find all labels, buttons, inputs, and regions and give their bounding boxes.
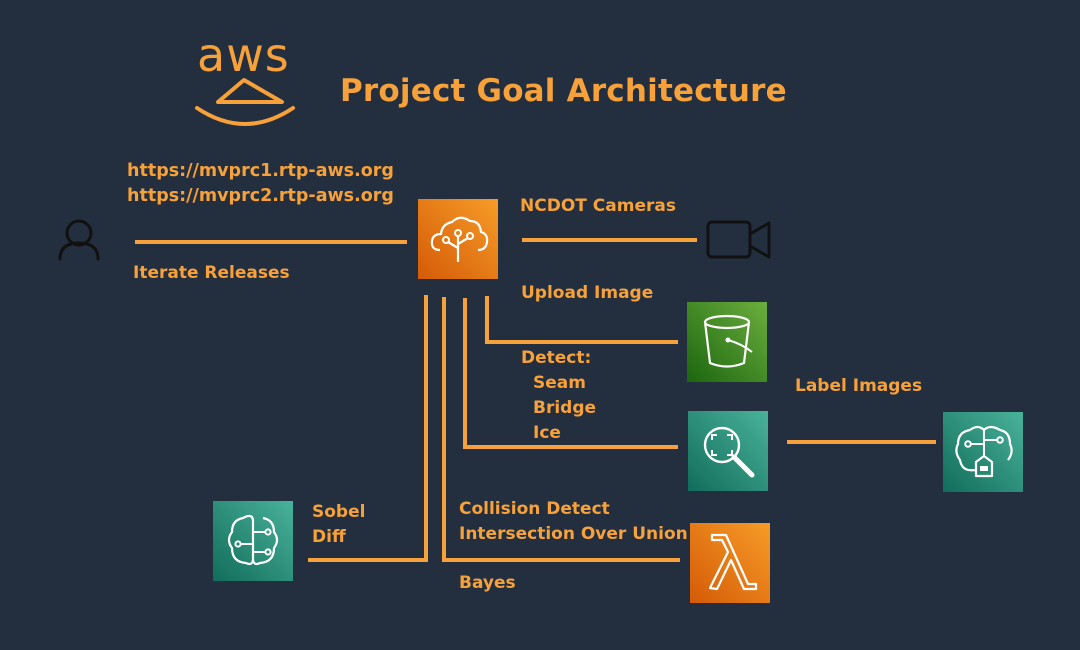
connector-hub-bucket: [485, 296, 678, 344]
amplify-hub-icon: [418, 199, 498, 279]
label-iterate-releases: Iterate Releases: [133, 263, 290, 283]
label-diff: Diff: [312, 527, 346, 547]
s3-bucket-icon: [687, 302, 767, 382]
connector-hub-lambda: [442, 297, 680, 562]
aws-logo: aws: [195, 28, 295, 126]
label-ncdot-cameras: NCDOT Cameras: [520, 196, 676, 216]
video-camera-icon: [706, 220, 771, 259]
connector-hub-rekognition: [463, 298, 678, 449]
connectors: [135, 238, 936, 562]
label-label-images: Label Images: [795, 376, 923, 396]
label-sobel: Sobel: [312, 502, 366, 522]
aws-smile-arrowhead: [216, 78, 284, 104]
label-collision-detect: Collision Detect: [459, 499, 610, 519]
connector-hub-sagemaker: [308, 295, 428, 562]
label-bayes: Bayes: [459, 573, 516, 593]
sagemaker-icon: [213, 501, 293, 581]
lambda-icon: [690, 523, 770, 603]
ground-truth-icon: [943, 412, 1023, 492]
label-upload-image: Upload Image: [521, 283, 654, 303]
rekognition-icon: [688, 411, 768, 491]
user-icon: [58, 219, 100, 261]
page-title: Project Goal Architecture: [340, 73, 787, 109]
url-link-1[interactable]: https://mvprc1.rtp-aws.org: [127, 161, 394, 181]
label-detect-heading: Detect:: [521, 348, 592, 368]
label-detect-ice: Ice: [533, 423, 561, 443]
label-detect-seam: Seam: [533, 373, 586, 393]
url-link-2[interactable]: https://mvprc2.rtp-aws.org: [127, 186, 394, 206]
aws-logo-text: aws: [197, 28, 290, 82]
label-detect-bridge: Bridge: [533, 398, 597, 418]
aws-smile-icon: [195, 106, 295, 126]
label-intersection-over-union: Intersection Over Union: [459, 524, 688, 544]
